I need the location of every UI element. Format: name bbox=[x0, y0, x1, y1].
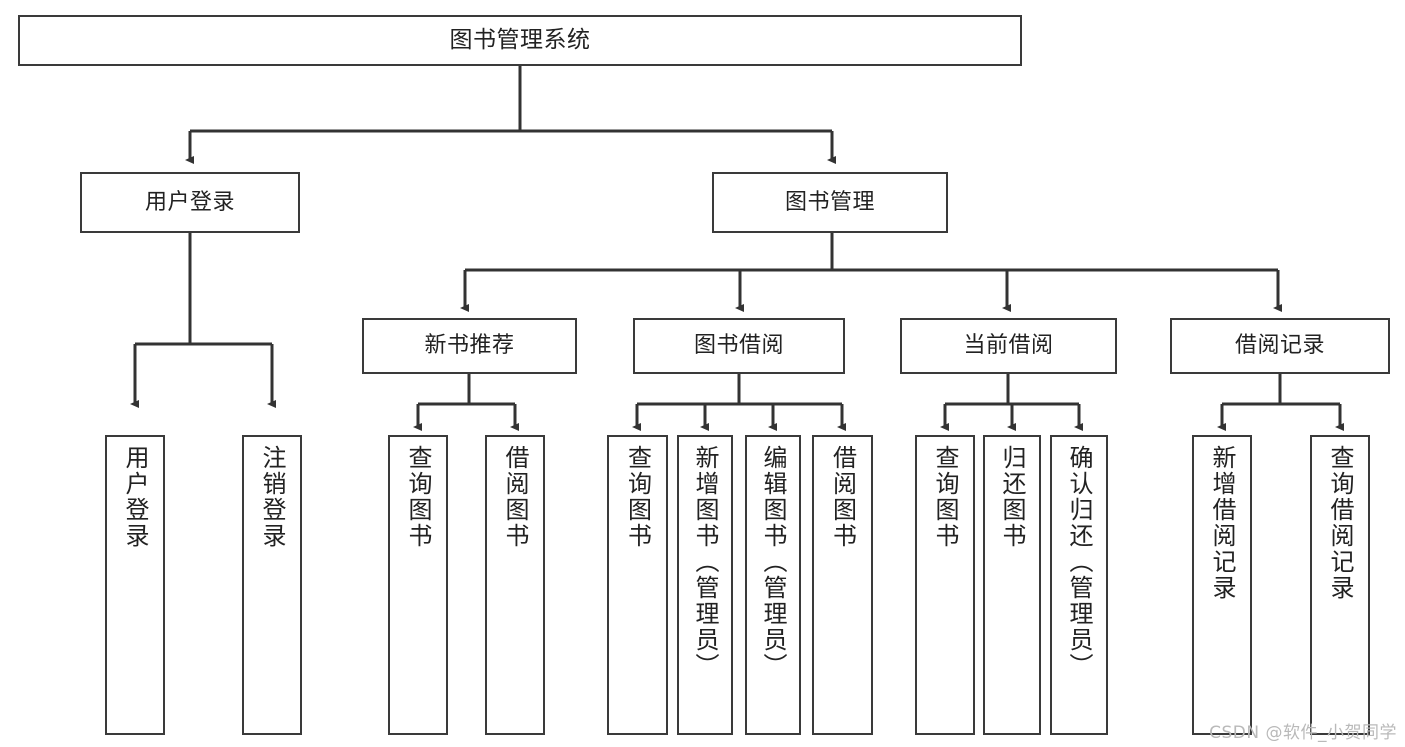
node-user-login[interactable]: 用户登录 bbox=[80, 172, 300, 233]
node-label: 图书管理系统 bbox=[449, 27, 591, 54]
node-label: 查询图书 bbox=[931, 445, 959, 549]
node-label: 新增图书（管理员） bbox=[691, 445, 719, 679]
leaf-book-borrow-borrow[interactable]: 借阅图书 bbox=[812, 435, 873, 735]
node-label: 图书借阅 bbox=[693, 333, 784, 359]
node-label: 借阅图书 bbox=[828, 445, 857, 549]
leaf-borrow-record-add[interactable]: 新增借阅记录 bbox=[1192, 435, 1252, 735]
node-label: 用户登录 bbox=[121, 445, 149, 549]
node-label: 图书管理 bbox=[784, 189, 875, 215]
leaf-book-borrow-edit[interactable]: 编辑图书（管理员） bbox=[745, 435, 801, 735]
node-book-management[interactable]: 图书管理 bbox=[712, 172, 948, 233]
node-new-book-recommend[interactable]: 新书推荐 bbox=[362, 318, 577, 374]
node-label: 查询图书 bbox=[404, 445, 432, 549]
node-label: 借阅记录 bbox=[1234, 333, 1325, 359]
node-label: 注销登录 bbox=[258, 445, 286, 549]
leaf-book-borrow-add[interactable]: 新增图书（管理员） bbox=[677, 435, 733, 735]
leaf-current-borrow-confirm-return[interactable]: 确认归还（管理员） bbox=[1050, 435, 1108, 735]
node-label: 用户登录 bbox=[144, 189, 235, 215]
leaf-borrow-record-query[interactable]: 查询借阅记录 bbox=[1310, 435, 1370, 735]
node-label: 新书推荐 bbox=[424, 333, 515, 359]
node-label: 查询借阅记录 bbox=[1326, 445, 1354, 601]
node-label: 新增借阅记录 bbox=[1208, 445, 1236, 601]
node-label: 编辑图书（管理员） bbox=[759, 445, 787, 679]
node-label: 查询图书 bbox=[623, 445, 652, 549]
node-label: 确认归还（管理员） bbox=[1065, 445, 1093, 679]
leaf-current-borrow-return[interactable]: 归还图书 bbox=[983, 435, 1041, 735]
node-borrow-record[interactable]: 借阅记录 bbox=[1170, 318, 1390, 374]
leaf-new-book-borrow[interactable]: 借阅图书 bbox=[485, 435, 545, 735]
leaf-user-login-login[interactable]: 用户登录 bbox=[105, 435, 165, 735]
leaf-new-book-query[interactable]: 查询图书 bbox=[388, 435, 448, 735]
node-book-borrow[interactable]: 图书借阅 bbox=[633, 318, 845, 374]
leaf-current-borrow-query[interactable]: 查询图书 bbox=[915, 435, 975, 735]
node-root-system[interactable]: 图书管理系统 bbox=[18, 15, 1022, 66]
leaf-book-borrow-query[interactable]: 查询图书 bbox=[607, 435, 668, 735]
node-label: 借阅图书 bbox=[501, 445, 529, 549]
leaf-user-login-logout[interactable]: 注销登录 bbox=[242, 435, 302, 735]
node-current-borrow[interactable]: 当前借阅 bbox=[900, 318, 1117, 374]
node-label: 当前借阅 bbox=[963, 333, 1054, 359]
node-label: 归还图书 bbox=[998, 445, 1026, 549]
